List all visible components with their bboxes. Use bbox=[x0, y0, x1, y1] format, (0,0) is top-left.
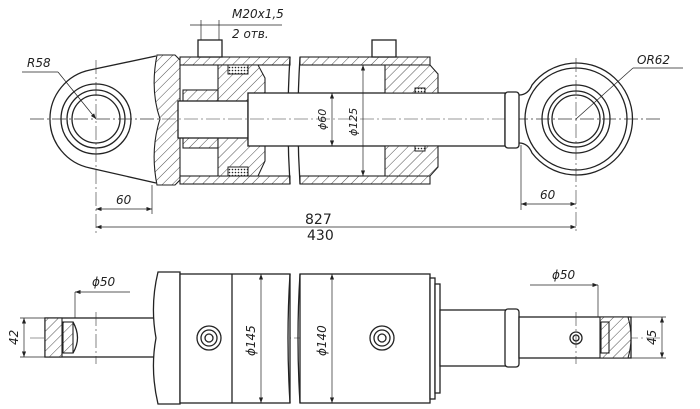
left-bearing-section bbox=[62, 321, 74, 354]
gland-bottom bbox=[384, 145, 439, 177]
port-count-label: 2 отв. bbox=[232, 27, 269, 41]
port-left bbox=[197, 39, 223, 58]
tube-wall-top-left bbox=[179, 56, 291, 66]
radius-left-label: R58 bbox=[27, 56, 51, 70]
left-eye-lug bbox=[49, 55, 157, 184]
dim-60-left-label: 60 bbox=[116, 193, 132, 207]
rod-diameter-label: ϕ60 bbox=[316, 109, 329, 130]
port-side-right-hole bbox=[377, 333, 387, 343]
port-side-left bbox=[196, 325, 222, 351]
tube-side-left bbox=[179, 273, 291, 404]
bore-diameter-label: ϕ125 bbox=[347, 108, 360, 136]
port-side-left-inner bbox=[200, 329, 218, 347]
end-cap bbox=[153, 54, 181, 186]
extended-length-label: 827 bbox=[305, 212, 332, 228]
port-side-right-inner bbox=[373, 329, 391, 347]
left-bearing-curve bbox=[72, 321, 79, 354]
dim-60-right-label: 60 bbox=[540, 188, 556, 202]
pin-right-label: ϕ50 bbox=[552, 268, 576, 282]
radius-right-label: OR62 bbox=[637, 53, 670, 67]
port-side-left-hole bbox=[204, 333, 214, 343]
gland-ring-2 bbox=[434, 283, 441, 394]
top-view: M20x1,5 2 отв. R58 OR62 60 60 827 430 ϕ6… bbox=[22, 7, 683, 244]
tube-side-right bbox=[299, 273, 431, 404]
rod-thread-end bbox=[177, 100, 249, 139]
r58-leader bbox=[57, 71, 97, 120]
port-side-right bbox=[369, 325, 395, 351]
retracted-length-label: 430 bbox=[307, 228, 334, 244]
tube-wall-top-right bbox=[299, 56, 431, 66]
right-bearing-section bbox=[600, 321, 610, 354]
port-right bbox=[371, 39, 397, 58]
gland-seal-top bbox=[414, 87, 426, 94]
port-thread-label: M20x1,5 bbox=[232, 7, 284, 21]
pin-left-label: ϕ50 bbox=[92, 275, 116, 289]
gland-seal-bottom bbox=[414, 145, 426, 152]
tube-wall-bottom-right bbox=[299, 175, 431, 185]
rod-side bbox=[439, 309, 507, 367]
rod-collar-side bbox=[504, 308, 520, 368]
width-right-label: 45 bbox=[645, 330, 659, 345]
piston-seal-bottom bbox=[227, 166, 249, 177]
gland-ring-1 bbox=[429, 277, 436, 400]
width-left-label: 42 bbox=[7, 330, 21, 345]
cap-diameter-label: ϕ145 bbox=[244, 325, 258, 356]
r62-leader bbox=[575, 67, 634, 120]
rod-collar bbox=[504, 91, 520, 149]
dimensions-bottom: ϕ50 ϕ50 42 45 ϕ145 ϕ140 bbox=[7, 268, 666, 403]
piston-rod bbox=[247, 92, 506, 147]
piston-seal-top bbox=[227, 64, 249, 75]
bottom-view: ϕ50 ϕ50 42 45 ϕ145 ϕ140 bbox=[7, 268, 666, 405]
end-cap-side bbox=[152, 271, 181, 405]
gland-top bbox=[384, 64, 439, 94]
left-eye-section bbox=[44, 317, 63, 358]
dimensions-top: M20x1,5 2 отв. R58 OR62 60 60 827 430 ϕ6… bbox=[22, 7, 683, 244]
right-eye-lug bbox=[518, 62, 634, 176]
tube-wall-bottom-left bbox=[179, 175, 291, 185]
tube-diameter-label: ϕ140 bbox=[315, 325, 329, 356]
break-lines-bottom bbox=[287, 273, 301, 404]
